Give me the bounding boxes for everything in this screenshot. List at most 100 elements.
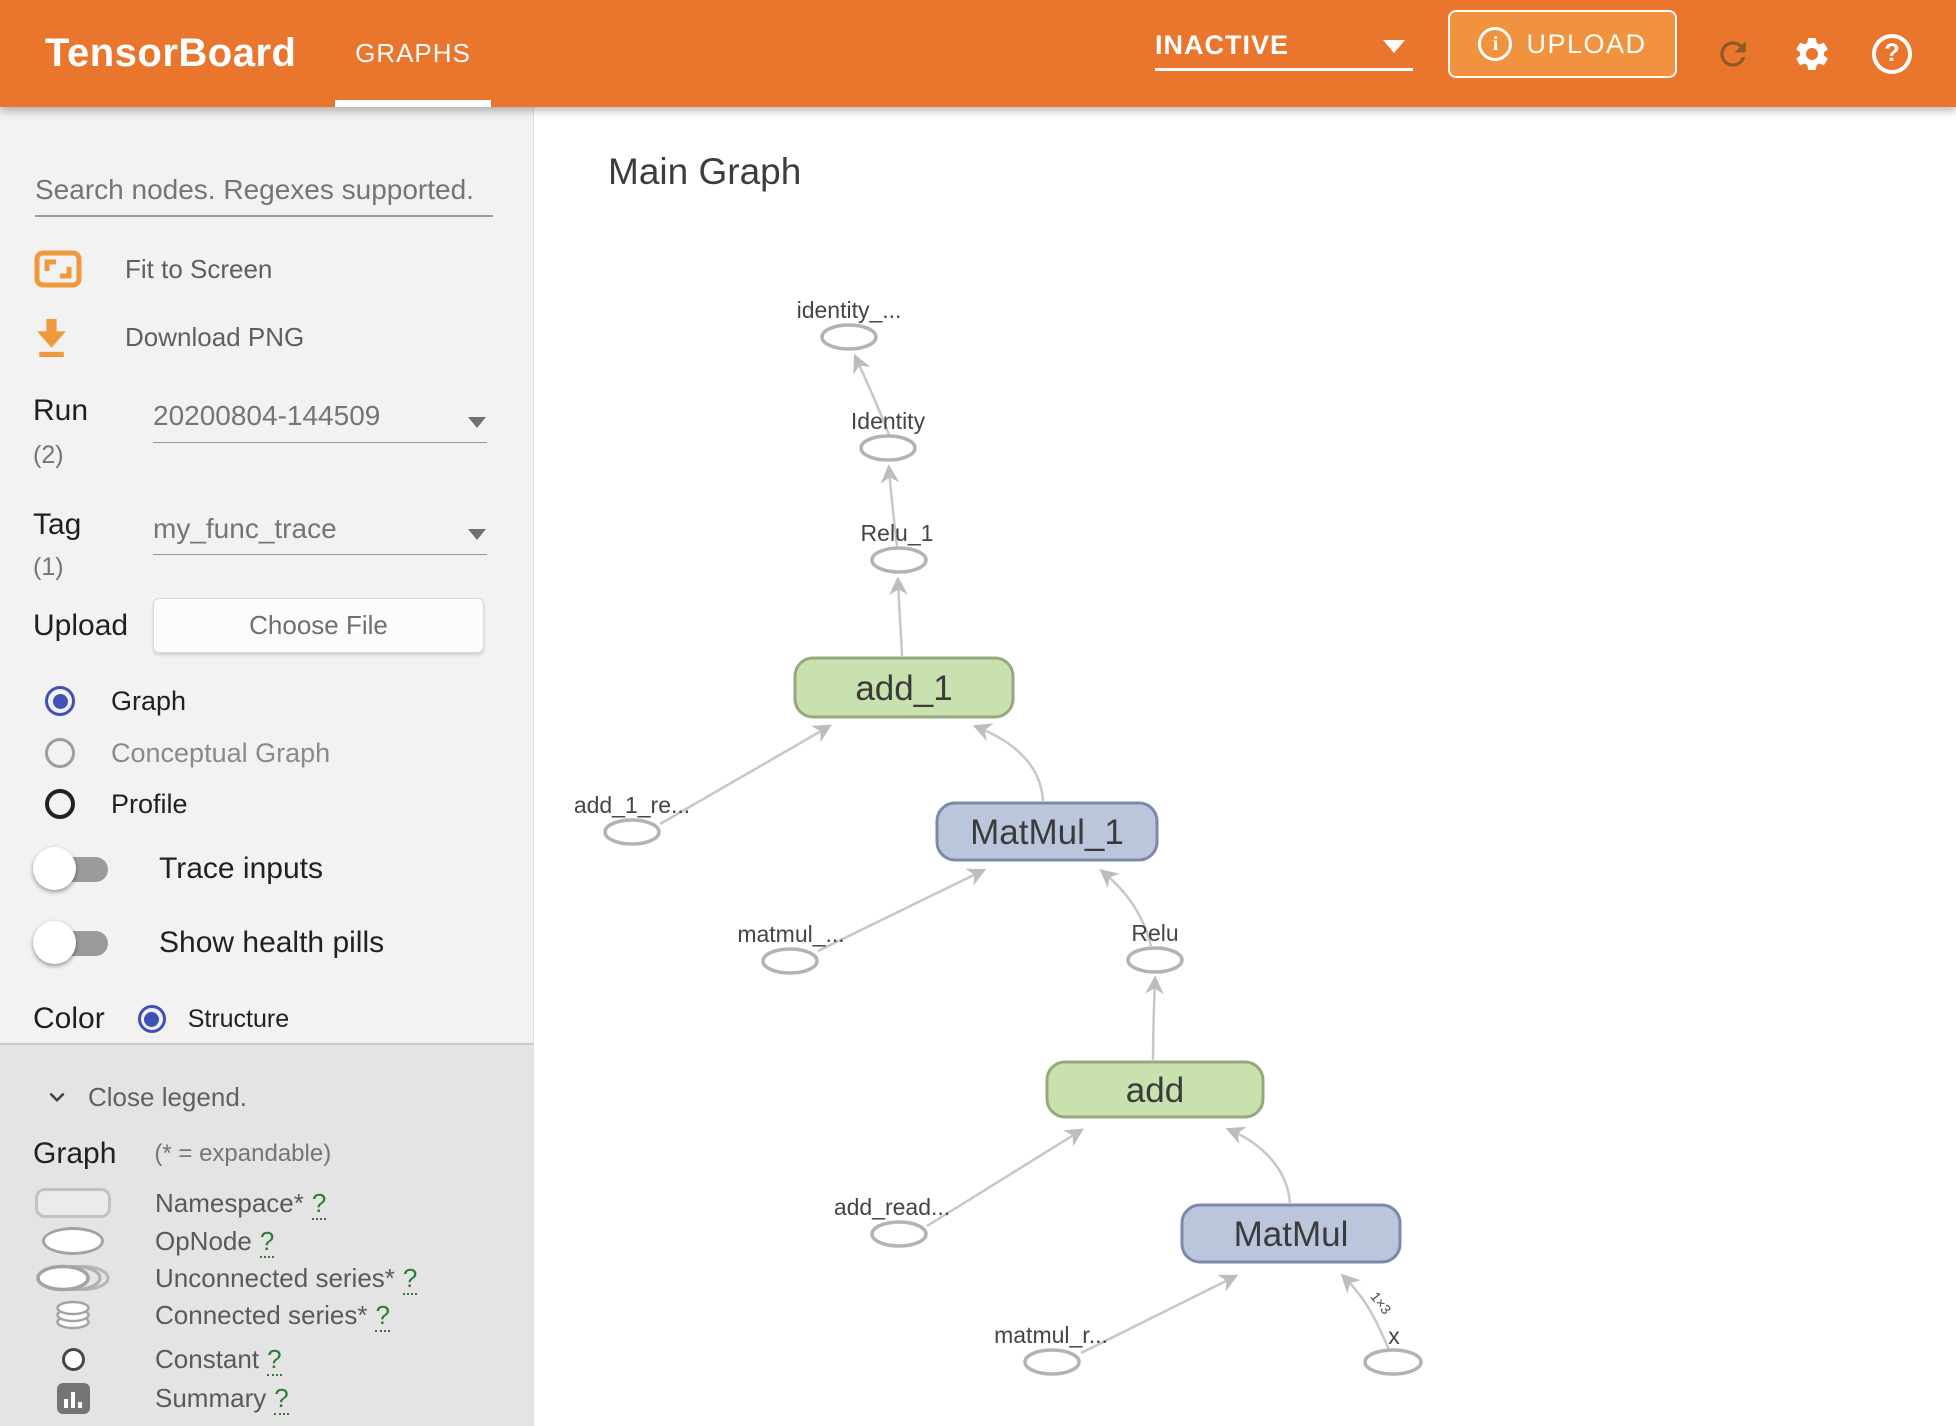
show-health-pills-label: Show health pills <box>159 926 385 959</box>
trace-inputs-label: Trace inputs <box>159 852 323 885</box>
node-matmul[interactable] <box>1180 1203 1402 1264</box>
main-graph-title: Main Graph <box>608 151 802 192</box>
legend-item-label: Namespace*? <box>155 1187 327 1220</box>
run-label: Run <box>33 394 89 427</box>
node-matmul-read[interactable] <box>1023 1348 1081 1376</box>
node-add-1-read[interactable] <box>603 818 661 846</box>
edge-add1read-to-add1 <box>659 724 833 826</box>
legend-heading-note: (* = expandable) <box>154 1140 332 1167</box>
help-link[interactable]: ? <box>402 1262 418 1295</box>
toggle-knob <box>33 921 76 964</box>
tag-dropdown-underline <box>153 554 487 555</box>
legend-item-label: Connected series*? <box>155 1299 390 1332</box>
legend-heading: Graph <box>33 1137 117 1170</box>
node-identity-out-label: identity_... <box>797 297 902 323</box>
chevron-down-icon <box>1383 40 1405 53</box>
legend-item-constant: Constant? <box>0 1343 533 1376</box>
graph-namespace-nodes: add_1 MatMul_1 add MatMul <box>793 656 1402 1264</box>
edge-matmulread1-to-matmul1 <box>817 868 987 953</box>
download-icon <box>37 318 66 357</box>
tag-count: (1) <box>33 553 64 581</box>
refresh-icon-glyph <box>1720 40 1746 67</box>
constant-circle-icon <box>61 1347 85 1371</box>
trace-inputs-toggle[interactable] <box>33 847 109 891</box>
tag-dropdown[interactable]: my_func_trace <box>153 513 337 544</box>
trace-inputs-toggle-row: Trace inputs <box>33 847 323 891</box>
search-nodes-field <box>35 165 493 217</box>
close-legend-label: Close legend. <box>88 1081 247 1112</box>
upload-label: Upload <box>33 609 129 642</box>
graph-canvas-area: Main Graph 1×3 <box>535 107 1956 1426</box>
gear-icon[interactable] <box>1792 0 1832 107</box>
node-add-1-label: add_1 <box>855 669 952 708</box>
node-add-read[interactable] <box>870 1220 928 1248</box>
radio-graph[interactable] <box>45 686 75 716</box>
download-png-label: Download PNG <box>125 321 305 352</box>
radio-conceptual-graph[interactable] <box>45 738 75 768</box>
color-label: Color <box>33 1002 105 1035</box>
help-link[interactable]: ? <box>274 1382 289 1415</box>
opnode-ellipse-icon <box>42 1227 104 1255</box>
tag-label: Tag <box>33 508 82 541</box>
active-tab-indicator <box>335 100 491 107</box>
upload-button[interactable]: i UPLOAD <box>1448 10 1677 78</box>
node-add[interactable] <box>1045 1060 1265 1119</box>
node-matmul-1-read[interactable] <box>761 947 819 975</box>
node-relu[interactable] <box>1126 946 1184 974</box>
refresh-icon[interactable] <box>1714 0 1752 107</box>
edge-matmul-to-add <box>1225 1126 1292 1204</box>
show-health-pills-toggle[interactable] <box>33 921 109 965</box>
sidebar-divider <box>0 1043 534 1045</box>
node-matmul-read-label: matmul_r... <box>994 1322 1108 1348</box>
search-input[interactable] <box>35 165 493 215</box>
run-dropdown-caret-icon[interactable] <box>468 417 486 428</box>
help-link[interactable]: ? <box>311 1187 327 1220</box>
question-mark-glyph: ? <box>1872 33 1912 74</box>
unconnected-series-icon <box>36 1264 110 1292</box>
view-option-graph[interactable]: Graph <box>45 685 186 717</box>
app-header: TensorBoard GRAPHS INACTIVE i UPLOAD ? <box>0 0 1956 107</box>
connected-series-icon <box>56 1300 90 1330</box>
fit-to-screen-button[interactable]: Fit to Screen <box>33 248 272 290</box>
close-legend-button[interactable]: Close legend. <box>42 1080 247 1114</box>
edge-identity-to-identityout <box>853 353 891 436</box>
choose-file-button[interactable]: Choose File <box>153 598 484 653</box>
radio-profile[interactable] <box>45 789 75 819</box>
node-identity-out[interactable] <box>820 323 878 351</box>
legend-item-summary: Summary? <box>0 1381 533 1415</box>
node-x-label: x <box>1388 1323 1400 1349</box>
dataflow-graph[interactable]: 1×3 add_1 MatMul_1 add MatMul identity_.… <box>535 107 1956 1426</box>
upload-button-label: UPLOAD <box>1526 28 1647 59</box>
fit-to-screen-label: Fit to Screen <box>125 253 273 284</box>
node-matmul-1-label: MatMul_1 <box>970 813 1124 852</box>
run-dropdown[interactable]: 20200804-144509 <box>153 400 381 431</box>
view-option-conceptual-graph[interactable]: Conceptual Graph <box>45 737 330 769</box>
edge-relu-to-matmul1 <box>1099 869 1153 947</box>
edge-relu1-to-identity <box>880 464 900 547</box>
help-icon[interactable]: ? <box>1872 0 1912 107</box>
node-relu-1-label: Relu_1 <box>861 520 934 546</box>
show-health-pills-toggle-row: Show health pills <box>33 921 384 965</box>
download-png-button[interactable]: Download PNG <box>33 316 304 358</box>
radio-color-structure[interactable] <box>137 1005 166 1033</box>
inactive-run-dropdown-value: INACTIVE <box>1155 30 1290 60</box>
help-link[interactable]: ? <box>267 1343 282 1376</box>
help-link[interactable]: ? <box>375 1299 390 1332</box>
info-icon: i <box>1478 27 1513 61</box>
namespace-swatch <box>35 1188 111 1218</box>
inactive-run-dropdown[interactable]: INACTIVE <box>1155 0 1413 107</box>
legend-item-namespace: Namespace*? <box>0 1187 533 1220</box>
run-dropdown-underline <box>153 442 487 443</box>
node-identity[interactable] <box>859 434 917 462</box>
tag-dropdown-caret-icon[interactable] <box>468 529 486 540</box>
node-matmul-1[interactable] <box>935 801 1159 862</box>
node-x[interactable] <box>1363 1348 1423 1376</box>
edge-matmul1-to-add1 <box>972 723 1045 802</box>
summary-bar-chart-icon <box>56 1382 90 1414</box>
view-option-profile[interactable]: Profile <box>45 788 188 820</box>
node-add-1[interactable] <box>793 656 1015 719</box>
help-link[interactable]: ? <box>259 1225 275 1258</box>
node-relu-1[interactable] <box>870 546 928 574</box>
edge-add1-to-relu1 <box>889 576 908 657</box>
tab-graphs[interactable]: GRAPHS <box>355 38 471 68</box>
